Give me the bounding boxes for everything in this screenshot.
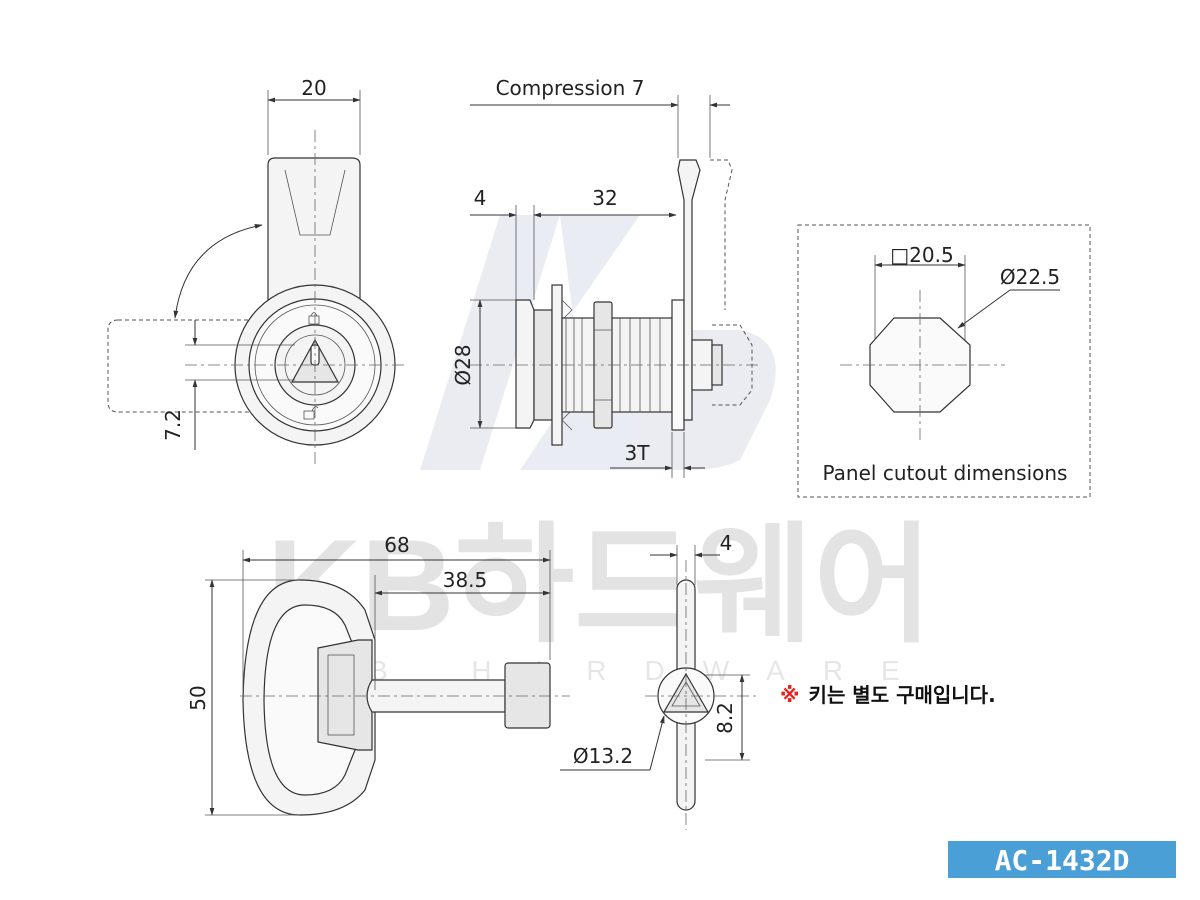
front-dim-offset: 7.2 xyxy=(161,409,185,441)
key-dim-length: 68 xyxy=(384,533,409,557)
model-badge xyxy=(948,841,1176,878)
key-dim-shank: 38.5 xyxy=(443,568,488,592)
side-view xyxy=(470,95,760,478)
side-dim-32: 32 xyxy=(592,186,617,210)
side-dim-4: 4 xyxy=(474,186,487,210)
key-end-dim-diameter: Ø13.2 xyxy=(573,744,633,768)
side-dim-diameter: Ø28 xyxy=(451,344,475,385)
watermark-brand: KB하드웨어 xyxy=(267,512,933,658)
side-dim-thickness: 3T xyxy=(625,441,651,465)
cutout-label: Panel cutout dimensions xyxy=(823,461,1068,485)
key-side-view xyxy=(205,550,570,816)
note-text: 키는 별도 구매입니다. xyxy=(809,683,996,707)
watermark: KB하드웨어 KB HARDWARE xyxy=(267,215,933,686)
key-end-dim-thickness: 4 xyxy=(720,531,733,555)
note: ※ 키는 별도 구매입니다. xyxy=(780,683,996,707)
front-dim-width: 20 xyxy=(301,76,326,100)
key-dim-height: 50 xyxy=(186,685,210,710)
model-code: AC-1432D xyxy=(995,844,1130,877)
panel-cutout xyxy=(797,224,1091,498)
note-mark: ※ xyxy=(780,683,799,707)
key-end-view xyxy=(560,545,760,830)
lock-icon xyxy=(308,312,320,325)
side-dim-compression: Compression 7 xyxy=(496,76,645,100)
key-end-dim-height: 8.2 xyxy=(713,702,737,734)
cutout-dim-diameter: Ø22.5 xyxy=(1000,265,1060,289)
front-view xyxy=(107,90,405,465)
cutout-dim-square: □20.5 xyxy=(890,243,953,267)
